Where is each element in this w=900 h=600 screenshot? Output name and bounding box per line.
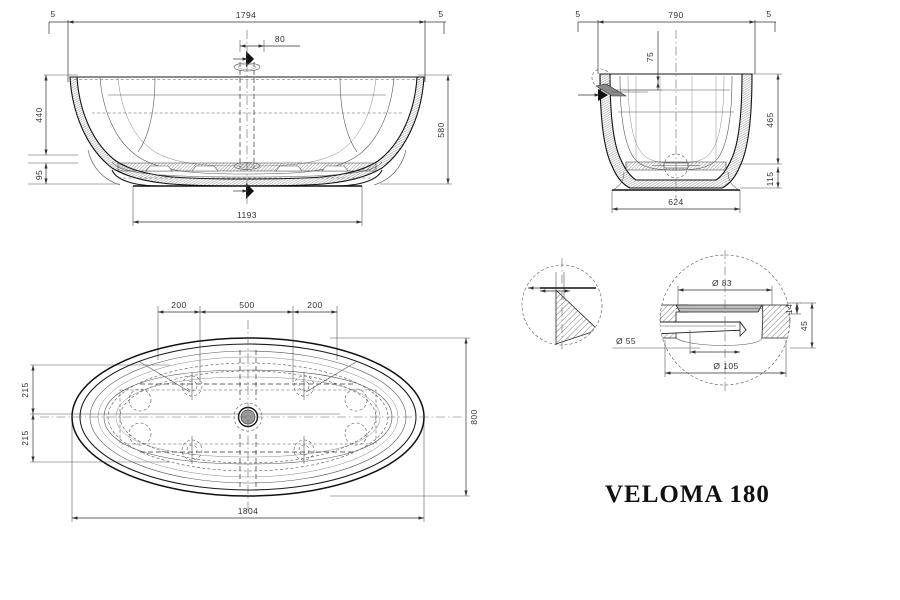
drain-body-right [761,304,790,339]
drain-section-detail: Ø 83 Ø 105 Ø 55 14 45 [612,250,816,392]
dim-label-side-foot-height: 115 [765,172,775,187]
dim-left-offset: 5 [49,9,69,23]
dim-inner-height: 440 [28,74,78,156]
jet-centerlines [191,372,305,464]
dim-label-total-depth: 45 [799,321,809,331]
dim-side-foot-height: 115 [740,167,782,189]
dim-label-flange-thickness: 14 [784,304,794,314]
dim-overall-length: 1794 [68,10,425,24]
dim-side-right-offset: 5 [754,9,776,23]
dim-waste-diameter: Ø 55 [612,336,700,349]
dim-overall-height: 580 [380,74,452,185]
dim-side-overall-width: 790 [598,10,755,24]
dim-side-body-height: 465 [740,73,782,165]
dim-flange-thickness: 14 [784,302,801,315]
dim-label-overall-height: 580 [436,122,446,137]
dim-overflow-width: 80 [239,34,300,52]
front-elevation-view: 1794 5 5 80 [28,9,452,226]
dim-label-side-left-offset: 5 [575,9,580,19]
dim-outer-diameter: Ø 105 [664,340,787,377]
drawing-title: VELOMA 180 [605,481,770,508]
dim-label-waste-diameter: Ø 55 [616,336,636,346]
dim-label-left-span: 200 [171,300,186,310]
dim-label-inner-diameter: Ø 83 [712,278,732,288]
dim-plan-offsets: 215 215 [20,364,340,463]
leader-lines [139,361,357,393]
dim-label-side-overall-width: 790 [668,10,683,20]
dim-plan-overall-width: 800 [330,337,479,497]
dim-label-base-length: 1193 [237,210,257,220]
dim-label-right-span: 200 [307,300,322,310]
dim-label-right-offset: 5 [438,9,443,19]
dim-label-plan-overall-width: 800 [469,409,479,424]
dim-label-inner-height: 440 [34,107,44,122]
dim-label-outer-diameter: Ø 105 [713,361,738,371]
dim-side-base-width: 624 [611,190,741,213]
dim-label-plan-overall-length: 1804 [238,506,259,516]
dim-label-lower-offset: 215 [20,430,30,445]
dim-total-depth: 45 [790,302,816,349]
rim-section-detail [521,258,603,352]
overflow-detail-callout [578,68,648,101]
dim-label-foot-height: 95 [34,170,44,180]
dim-label-side-right-offset: 5 [766,9,771,19]
dim-plan-overall-length: 1804 [71,418,425,522]
section-arrow-bottom [233,183,254,199]
tub-feet-detail [145,165,349,172]
dim-foot-height: 95 [28,162,120,185]
dim-side-left-offset: 5 [575,9,599,23]
dim-plan-spans: 200 500 200 [157,300,338,382]
dim-right-offset: 5 [424,9,446,23]
dim-label-overall-length: 1794 [236,10,257,20]
dim-label-upper-offset: 215 [20,382,30,397]
dim-base-length: 1193 [132,186,363,226]
dim-label-rim-drop: 75 [645,52,655,62]
dim-label-side-body-height: 465 [765,112,775,127]
plan-view: 200 500 200 215 215 800 [20,300,479,522]
dim-label-left-offset: 5 [50,9,55,19]
side-elevation-view: 790 5 5 75 465 115 [575,9,782,213]
dim-label-side-base-width: 624 [668,197,683,207]
dim-label-overflow-width: 80 [275,34,285,44]
dim-label-center-span: 500 [239,300,254,310]
